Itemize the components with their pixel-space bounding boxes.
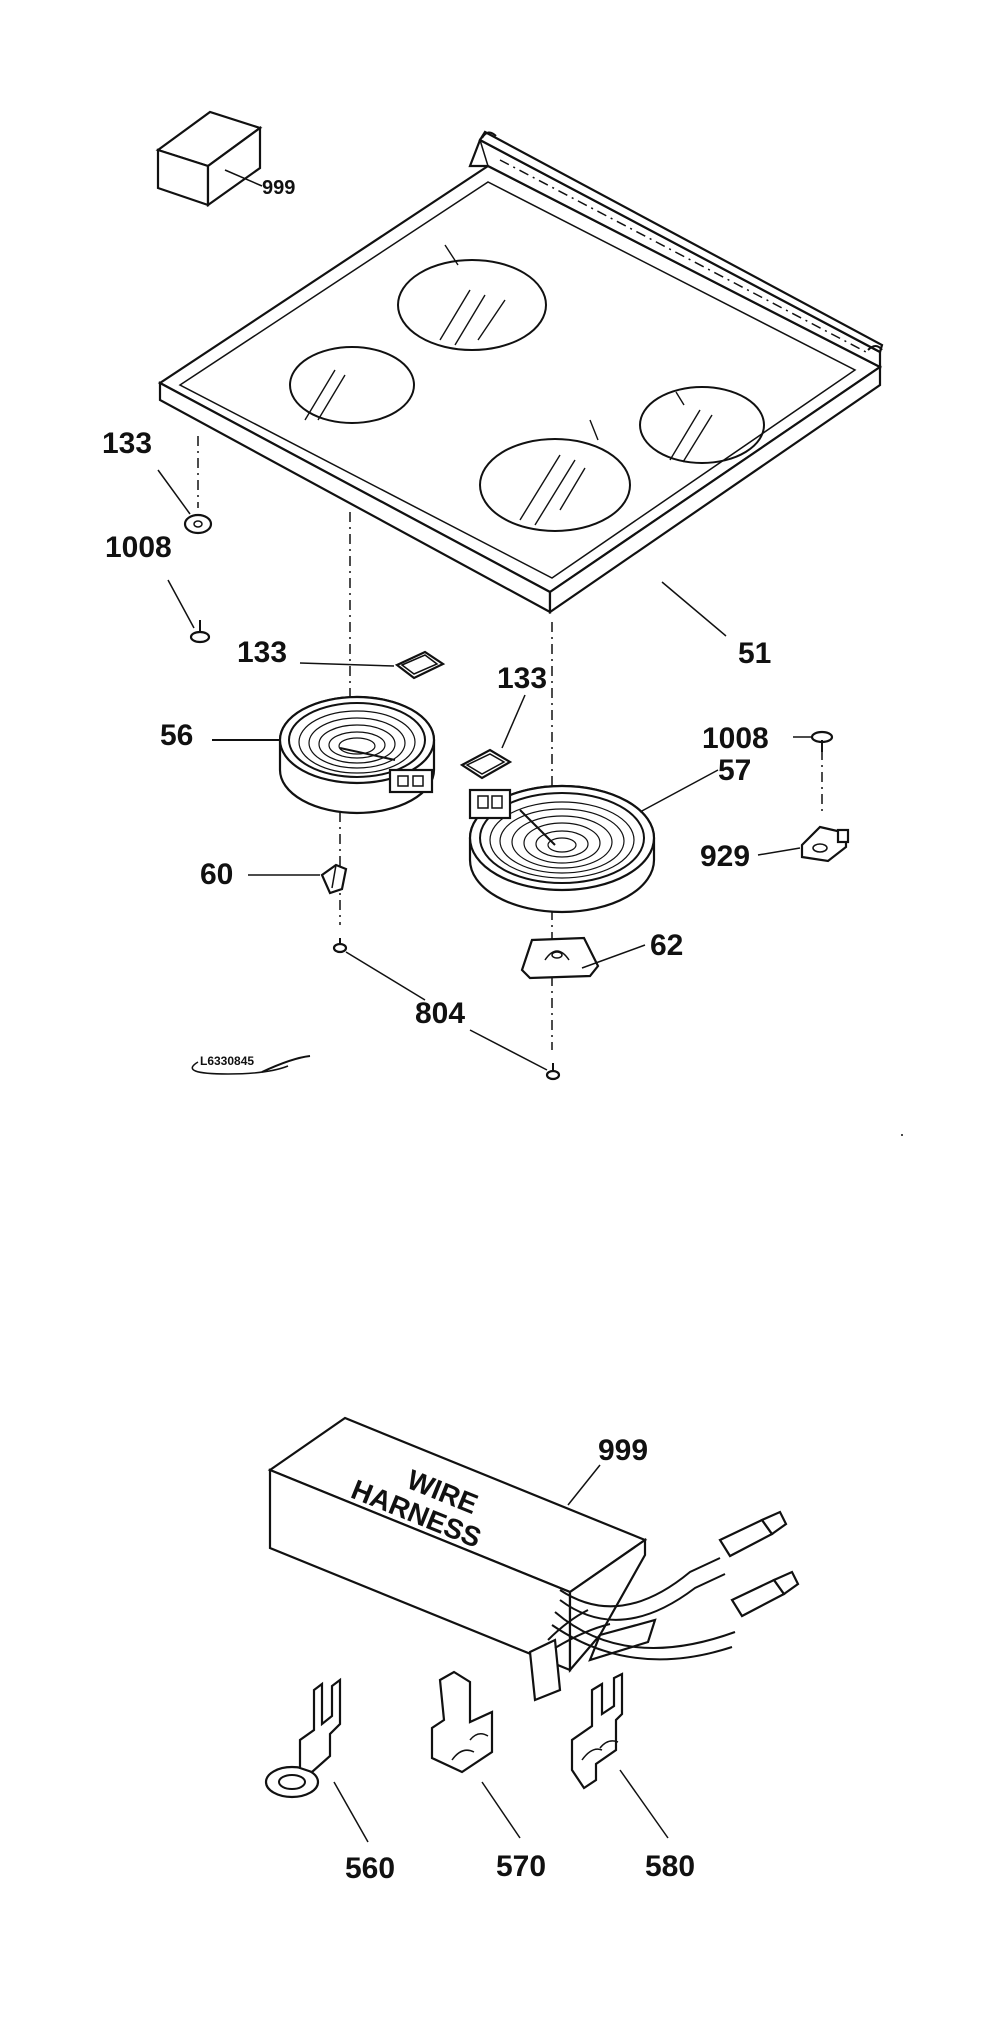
label-133-center: 133 (237, 636, 287, 669)
radiant-element-57 (468, 784, 656, 914)
svg-text:L6330845: L6330845 (200, 1054, 254, 1068)
spade-terminal-580 (570, 1672, 624, 1790)
label-580: 580 (645, 1850, 695, 1883)
kit-box-999 (155, 110, 263, 208)
bracket-929 (800, 825, 850, 863)
drawing-number-stamp: L6330845 (191, 1054, 311, 1075)
label-929: 929 (700, 840, 750, 873)
screw-1008-right (810, 730, 834, 752)
label-56: 56 (160, 719, 193, 752)
label-570: 570 (496, 1850, 546, 1883)
label-57: 57 (718, 754, 751, 787)
label-560: 560 (345, 1852, 395, 1885)
label-999-bottom: 999 (598, 1434, 648, 1467)
spade-terminal-570 (430, 1670, 494, 1774)
pad-133-center (394, 650, 446, 680)
wire-harness-box-999 (267, 1416, 800, 1702)
label-60: 60 (200, 858, 233, 891)
screw-804-left (332, 938, 348, 954)
bracket-62 (520, 936, 600, 980)
clip-60 (320, 863, 348, 895)
harness-terminal-upper (718, 1510, 788, 1558)
label-804: 804 (415, 997, 465, 1030)
label-1008-right: 1008 (702, 722, 769, 755)
radiant-element-56 (278, 695, 436, 815)
label-999-top: 999 (262, 177, 295, 199)
grommet-133 (183, 513, 213, 535)
harness-terminal-lower (730, 1570, 800, 1618)
label-1008-left: 1008 (105, 531, 172, 564)
screw-1008-left (189, 620, 211, 644)
stray-dot (901, 1134, 903, 1136)
cooktop-glass-51 (157, 130, 884, 615)
label-133-right: 133 (497, 662, 547, 695)
label-62: 62 (650, 929, 683, 962)
screw-804-right (545, 1063, 561, 1081)
ring-terminal-560 (264, 1677, 342, 1799)
pad-133-right (459, 748, 513, 780)
label-51: 51 (738, 637, 771, 670)
label-133-left: 133 (102, 427, 152, 460)
